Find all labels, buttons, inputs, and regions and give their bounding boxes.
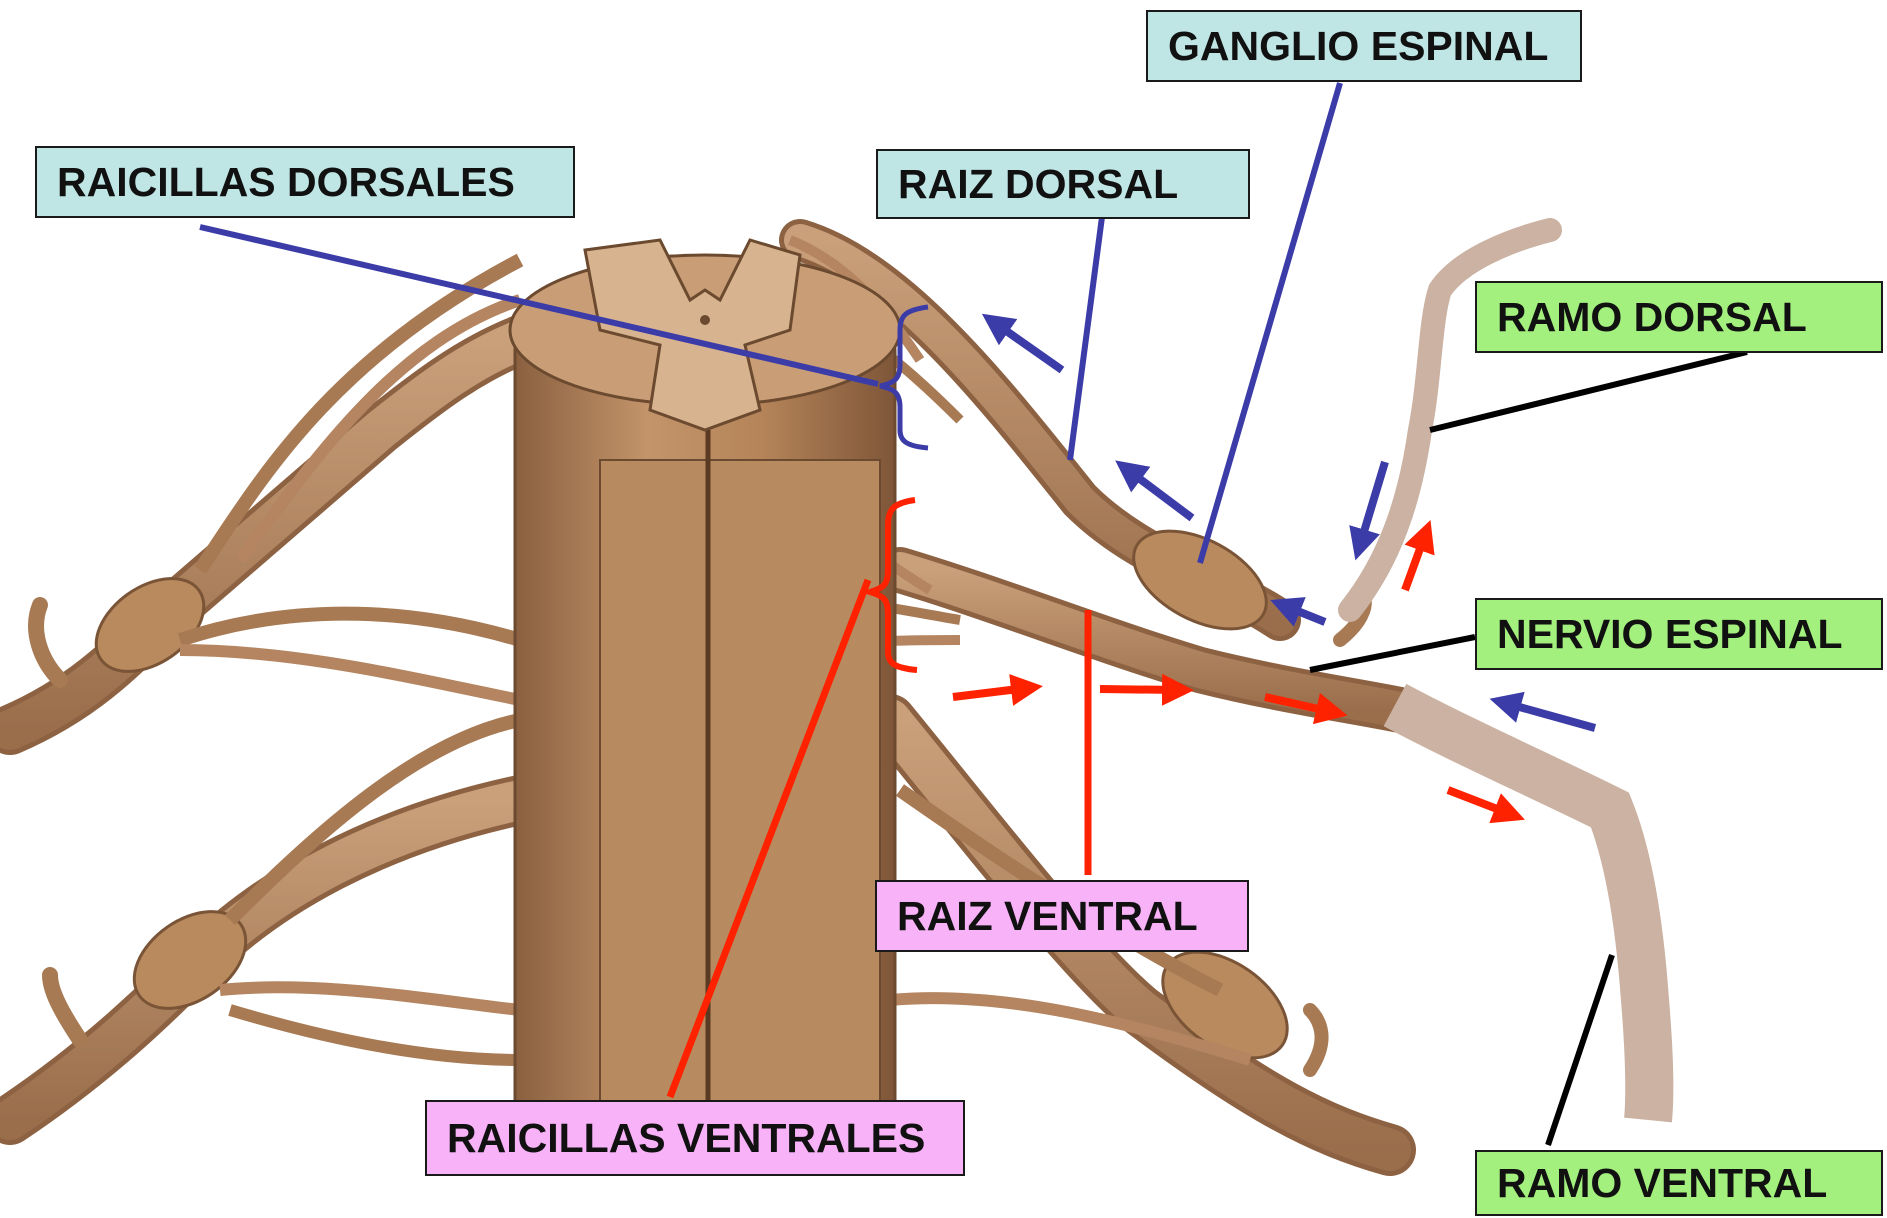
pointer-ramo-dorsal bbox=[1430, 352, 1747, 430]
motor-arrow bbox=[1405, 535, 1425, 590]
label-raiz-ventral: RAIZ VENTRAL bbox=[875, 880, 1249, 952]
motor-arrow bbox=[1448, 790, 1510, 814]
label-ramo-ventral: RAMO VENTRAL bbox=[1475, 1150, 1883, 1216]
label-raicillas-ventrales: RAICILLAS VENTRALES bbox=[425, 1100, 965, 1176]
left-lower-spinal-nerve bbox=[10, 720, 520, 1120]
label-nervio-espinal: NERVIO ESPINAL bbox=[1475, 598, 1883, 670]
pointer-raiz-dorsal bbox=[1070, 217, 1102, 460]
label-ramo-dorsal: RAMO DORSAL bbox=[1475, 281, 1883, 353]
sensory-arrow bbox=[995, 323, 1062, 370]
label-raiz-dorsal: RAIZ DORSAL bbox=[876, 149, 1250, 219]
label-raicillas-dorsales: RAICILLAS DORSALES bbox=[35, 146, 575, 218]
label-ganglio-espinal: GANGLIO ESPINAL bbox=[1146, 10, 1582, 82]
sensory-arrow bbox=[1360, 462, 1385, 545]
sensory-arrow bbox=[1505, 703, 1595, 728]
ventral-ramus-branch bbox=[1395, 705, 1649, 1120]
left-upper-spinal-nerve bbox=[10, 260, 520, 730]
sensory-arrow bbox=[1128, 470, 1192, 518]
pointer-ramo-ventral bbox=[1548, 955, 1612, 1145]
motor-arrow bbox=[1100, 689, 1178, 690]
motor-arrow bbox=[953, 688, 1027, 697]
